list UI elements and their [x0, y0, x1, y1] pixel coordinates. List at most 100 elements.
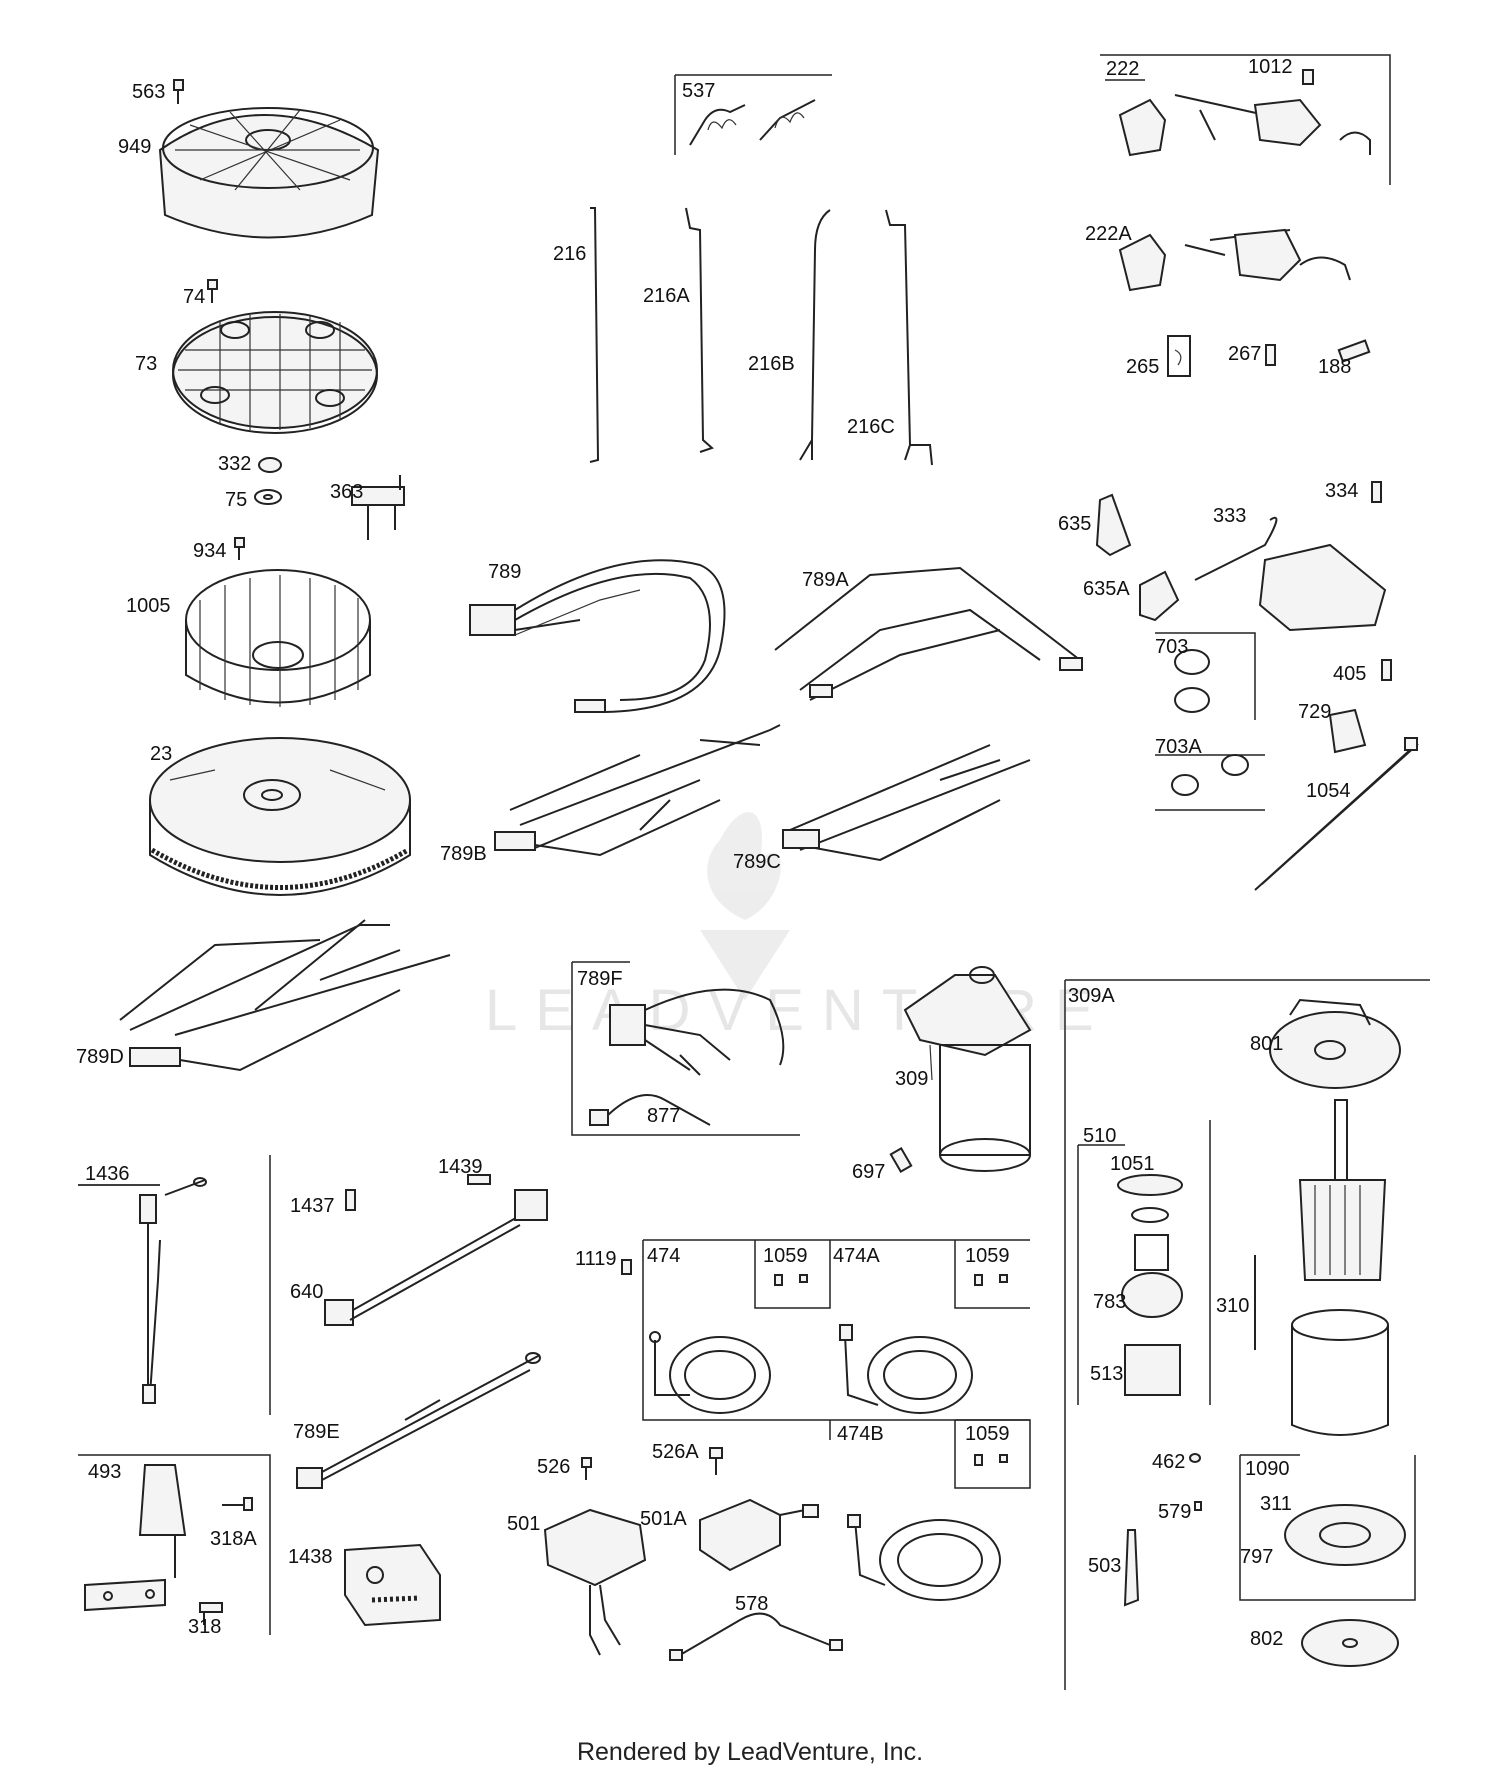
part-frame[interactable]	[1291, 1309, 1389, 1436]
part-1438-module[interactable]	[344, 1543, 441, 1627]
part-877-lead[interactable]	[589, 1094, 711, 1126]
label-563[interactable]: 563	[132, 81, 165, 103]
part-1119-screw[interactable]	[621, 1259, 632, 1275]
part-526A-screw[interactable]	[709, 1447, 723, 1475]
label-462[interactable]: 462	[1152, 1451, 1185, 1473]
label-1119[interactable]: 1119	[575, 1248, 617, 1270]
label-797[interactable]: 797	[1240, 1546, 1273, 1568]
label-1005[interactable]: 1005	[126, 595, 171, 617]
part-789B-wiring-harness[interactable]	[494, 724, 781, 857]
part-501A-regulator[interactable]	[699, 1498, 819, 1572]
label-501A[interactable]: 501A	[640, 1508, 687, 1530]
part-363-bracket[interactable]	[351, 475, 405, 540]
label-578[interactable]: 578	[735, 1593, 768, 1615]
label-309A[interactable]: 309A	[1068, 985, 1115, 1007]
part-1054-tie[interactable]	[1254, 737, 1419, 891]
part-513-drive[interactable]	[1124, 1344, 1181, 1396]
label-789[interactable]: 789	[488, 561, 521, 583]
label-309[interactable]: 309	[895, 1068, 928, 1090]
part-1012-clip[interactable]	[1302, 69, 1314, 85]
part-635A-boot[interactable]	[1139, 570, 1180, 622]
part-armature[interactable]	[1298, 1099, 1387, 1281]
label-579[interactable]: 579	[1158, 1501, 1191, 1523]
part-501-regulator[interactable]	[543, 1508, 647, 1656]
label-318[interactable]: 318	[188, 1616, 221, 1638]
part-334-screw[interactable]	[1371, 481, 1382, 503]
label-526A[interactable]: 526A	[652, 1441, 699, 1463]
part-703-clip[interactable]	[1174, 649, 1210, 713]
label-474B[interactable]: 474B	[837, 1423, 884, 1445]
label-222A[interactable]: 222A	[1085, 223, 1132, 245]
part-222-governor-assy[interactable]	[1118, 94, 1371, 157]
label-729[interactable]: 729	[1298, 701, 1331, 723]
part-789F-wiring-harness[interactable]	[609, 988, 785, 1076]
part-333-ignition-coil[interactable]	[1194, 516, 1387, 632]
label-1012[interactable]: 1012	[1248, 56, 1293, 78]
part-789D-wiring-harness[interactable]	[119, 919, 451, 1072]
part-73-rotating-screen[interactable]	[172, 311, 378, 434]
part-474A-stator[interactable]	[839, 1324, 973, 1414]
part-75-washer[interactable]	[254, 489, 282, 505]
label-697[interactable]: 697	[852, 1161, 885, 1183]
part-318-screw[interactable]	[199, 1602, 223, 1625]
part-462-nut[interactable]	[1189, 1453, 1201, 1463]
label-1438[interactable]: 1438	[288, 1546, 333, 1568]
label-783[interactable]: 783	[1093, 1291, 1126, 1313]
label-1439[interactable]: 1439	[438, 1156, 483, 1178]
label-1090[interactable]: 1090	[1245, 1458, 1290, 1480]
label-1059-a[interactable]: 1059	[763, 1245, 808, 1267]
part-640-harness[interactable]	[324, 1189, 548, 1326]
label-949[interactable]: 949	[118, 136, 151, 158]
part-537-springs[interactable]	[689, 99, 816, 146]
label-311[interactable]: 311	[1260, 1493, 1292, 1515]
label-493[interactable]: 493	[88, 1461, 121, 1483]
label-1059-b[interactable]: 1059	[965, 1245, 1010, 1267]
label-1054[interactable]: 1054	[1306, 780, 1351, 802]
part-789-wiring-harness[interactable]	[469, 559, 726, 713]
label-363[interactable]: 363	[330, 481, 363, 503]
label-216B[interactable]: 216B	[748, 353, 795, 375]
part-1437-screw[interactable]	[345, 1189, 356, 1211]
label-635[interactable]: 635	[1058, 513, 1091, 535]
label-1059-c[interactable]: 1059	[965, 1423, 1010, 1445]
label-635A[interactable]: 635A	[1083, 578, 1130, 600]
label-877[interactable]: 877	[647, 1105, 680, 1127]
label-267[interactable]: 267	[1228, 343, 1261, 365]
label-526[interactable]: 526	[537, 1456, 570, 1478]
part-267-screw[interactable]	[1265, 344, 1276, 366]
part-789E-harness[interactable]	[296, 1352, 541, 1489]
part-474-stator[interactable]	[649, 1331, 771, 1414]
part-697-screw[interactable]	[889, 1146, 913, 1174]
part-1059-screws-a[interactable]	[774, 1274, 808, 1286]
label-537[interactable]: 537	[682, 80, 715, 102]
part-318A-screw[interactable]	[222, 1497, 253, 1511]
label-1051[interactable]: 1051	[1110, 1153, 1155, 1175]
part-1436-cable[interactable]	[139, 1177, 207, 1404]
part-216B-rod[interactable]	[799, 209, 831, 461]
part-783-gear[interactable]	[1121, 1272, 1183, 1318]
label-789D[interactable]: 789D	[76, 1046, 124, 1068]
label-510[interactable]: 510	[1083, 1125, 1116, 1147]
label-216[interactable]: 216	[553, 243, 586, 265]
part-729-clip[interactable]	[1328, 708, 1367, 754]
part-1005-fan[interactable]	[185, 569, 371, 707]
label-334[interactable]: 334	[1325, 480, 1358, 502]
label-188[interactable]: 188	[1318, 356, 1351, 378]
label-789B[interactable]: 789B	[440, 843, 487, 865]
part-474B-stator[interactable]	[847, 1514, 1001, 1601]
label-703A[interactable]: 703A	[1155, 736, 1202, 758]
label-75[interactable]: 75	[225, 489, 247, 511]
part-265-link[interactable]	[1167, 335, 1191, 377]
label-640[interactable]: 640	[290, 1281, 323, 1303]
part-789A-wiring-harness[interactable]	[774, 566, 1083, 701]
part-188-screw[interactable]	[1337, 339, 1371, 363]
part-216-rod[interactable]	[589, 207, 600, 463]
label-703[interactable]: 703	[1155, 636, 1188, 658]
part-222A-governor-assy[interactable]	[1118, 228, 1351, 292]
part-309-starter-motor[interactable]	[903, 966, 1032, 1172]
part-216A-rod[interactable]	[685, 207, 714, 453]
part-635-boot[interactable]	[1095, 493, 1132, 557]
label-501[interactable]: 501	[507, 1513, 540, 1535]
part-311-brush-assy[interactable]	[1284, 1504, 1406, 1566]
part-579-washer[interactable]	[1194, 1501, 1202, 1511]
